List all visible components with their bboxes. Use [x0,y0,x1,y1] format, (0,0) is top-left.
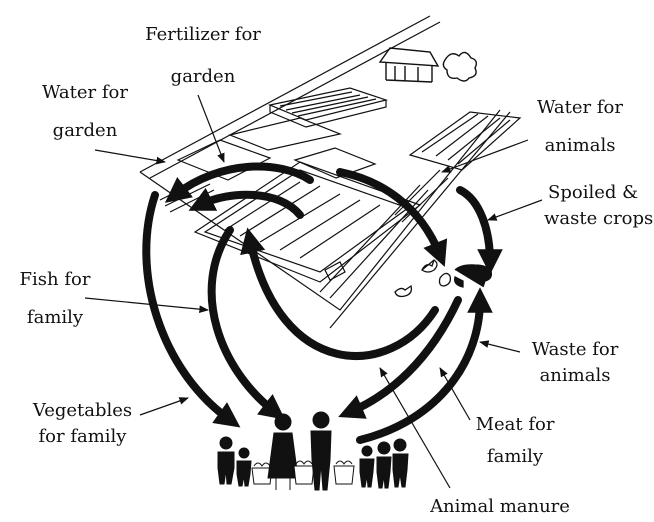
arrow-spoiled-crops [460,190,490,262]
label-water-garden: Water for garden [20,80,150,144]
label-manure: Animal manure [410,494,590,520]
label-water-animals: Water for animals [520,95,640,159]
label-waste-animals-line1: Waste for [515,337,635,363]
field-boundary [140,110,500,310]
person-figure [268,414,298,490]
label-fertilizer-line1: Fertilizer for [128,22,278,48]
label-water-garden-line1: Water for [20,80,150,106]
label-waste-animals: Waste for animals [515,337,635,389]
pointer-spoiled-crops [488,200,542,220]
label-fish-line1: Fish for [5,267,105,293]
animals [395,260,491,297]
person-figure [311,412,331,490]
label-water-garden-line2: garden [20,118,150,144]
basket-icon [294,461,314,484]
family-figures [218,412,408,490]
label-vegetables-line1: Vegetables [20,398,145,424]
label-fish-line2: family [5,305,105,331]
label-spoiled-crops-line1: Spoiled & [544,180,654,206]
pointer-vegetables [140,398,188,415]
label-vegetables-line2: for family [20,424,145,450]
label-fish: Fish for family [5,267,105,331]
label-meat: Meat for family [460,412,570,470]
label-spoiled-crops: Spoiled & waste crops [544,180,654,232]
label-meat-line1: Meat for [460,412,570,438]
label-vegetables: Vegetables for family [20,398,145,450]
label-water-animals-line1: Water for [520,95,640,121]
arrow-water-garden [200,195,300,215]
label-water-animals-line2: animals [520,133,640,159]
fish-pond [295,148,375,178]
farm-house [380,48,476,82]
person-figure [393,439,408,487]
label-spoiled-crops-line2: waste crops [544,206,654,232]
person-figure [377,442,391,488]
person-figure [218,437,234,484]
label-fertilizer: Fertilizer for garden [128,22,278,90]
label-waste-animals-line2: animals [515,363,635,389]
label-fertilizer-line2: garden [128,64,278,90]
pointer-water-animals [442,140,528,172]
arrow-vegetables [212,230,275,412]
person-figure [360,446,374,487]
pointer-waste [480,342,520,352]
pointer-water-garden [95,150,165,162]
person-figure [237,448,251,486]
basket-icon [334,461,354,484]
label-meat-line2: family [460,444,570,470]
